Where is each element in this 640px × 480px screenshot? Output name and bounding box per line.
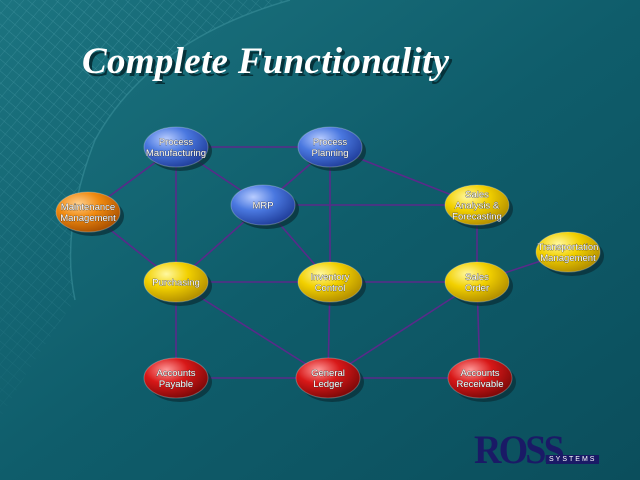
node-bubble	[297, 126, 363, 168]
connector-sales-order-to-general-ledger	[327, 281, 478, 379]
node-label: Process	[159, 137, 194, 148]
node-label: MRP	[252, 201, 273, 212]
node-label: Purchasing	[152, 278, 200, 289]
node-label: Transportation	[538, 242, 599, 253]
node-label: Forecasting	[452, 212, 502, 223]
node-label: General	[311, 368, 345, 379]
node-bubble	[444, 184, 510, 226]
node-label: Planning	[312, 148, 349, 159]
node-label: Control	[315, 283, 346, 294]
node-label: Payable	[159, 379, 193, 390]
node-mrp: MRP	[230, 184, 299, 229]
node-label: Receivable	[457, 379, 504, 390]
node-bubble	[297, 261, 363, 303]
node-label: Ledger	[313, 379, 343, 390]
node-bubble	[447, 357, 513, 399]
node-bubble	[535, 231, 601, 273]
node-bubble	[143, 261, 209, 303]
node-bubble	[444, 261, 510, 303]
node-label: Sales	[465, 190, 489, 201]
node-purchasing: Purchasing	[143, 261, 212, 306]
node-label: Analysis &	[455, 201, 500, 212]
logo-subtitle: SYSTEMS	[546, 455, 600, 464]
slide-title: Complete Functionality	[82, 41, 450, 82]
node-label: Accounts	[156, 368, 195, 379]
node-label: Sales	[465, 272, 489, 283]
node-label: Inventory	[310, 272, 349, 283]
node-label: Management	[60, 213, 116, 224]
node-bubble	[295, 357, 361, 399]
node-label: Manufacturing	[146, 148, 206, 159]
node-label: Management	[540, 253, 596, 264]
node-label: Process	[313, 137, 348, 148]
node-label: Order	[465, 283, 489, 294]
logo-wordmark: ROSS	[474, 427, 565, 472]
node-label: Maintenance	[61, 202, 115, 213]
node-bubble	[230, 184, 296, 226]
node-bubble	[55, 191, 121, 233]
node-bubble	[143, 126, 209, 168]
node-label: Accounts	[460, 368, 499, 379]
node-bubble	[143, 357, 209, 399]
module-nodes: ProcessManufacturingProcessPlanningMaint…	[55, 126, 604, 402]
ross-systems-logo: ROSS SYSTEMS	[474, 428, 604, 472]
